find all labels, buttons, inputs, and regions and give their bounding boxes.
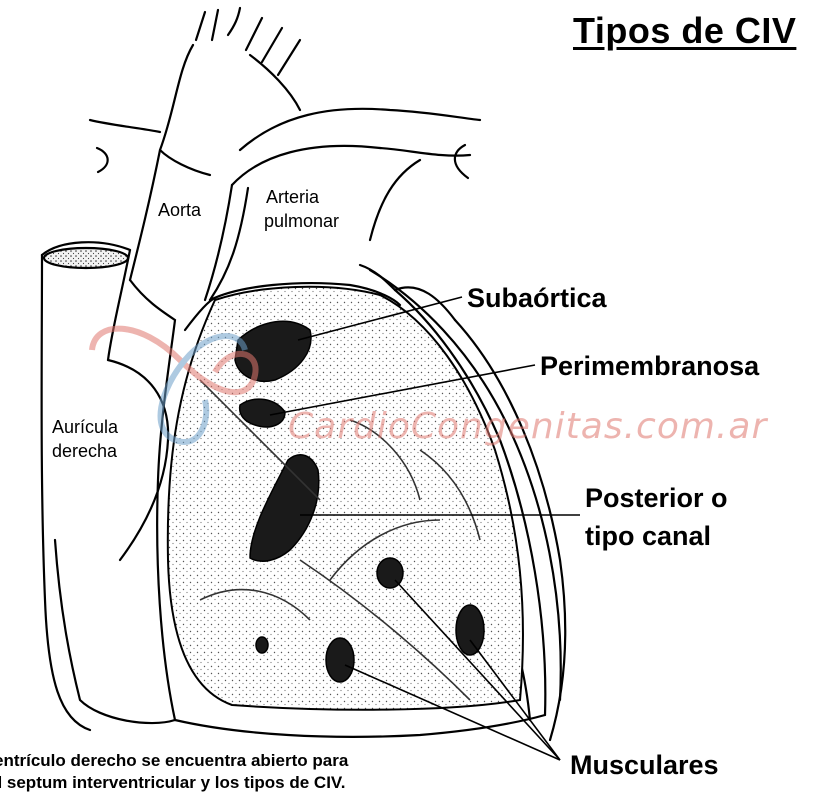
label-posterior-1: Posterior o [585,483,728,513]
leader-lines [269,296,580,761]
caption: entrículo derecho se encuentra abierto p… [0,750,470,803]
muscle-bands [199,379,481,701]
label-arteria-pulmonar-2: pulmonar [264,211,340,231]
label-auricula-derecha-1: Aurícula [52,417,119,437]
label-musculares: Musculares [570,750,719,780]
ventricle-cavity [166,285,524,711]
watermark-text: CardioCongenitas.com.ar [288,406,768,447]
watermark-logo [89,325,259,445]
label-perimembranosa: Perimembranosa [540,351,760,381]
page-title: Tipos de CIV [573,10,797,51]
label-posterior-2: tipo canal [585,521,712,551]
label-aorta: Aorta [158,200,202,220]
caption-line-2: el septum interventricular y los tipos d… [0,773,346,792]
label-auricula-derecha-2: derecha [52,441,118,461]
label-subaortica: Subaórtica [467,283,607,313]
caption-line-1: entrículo derecho se encuentra abierto p… [0,751,349,770]
label-arteria-pulmonar-1: Arteria [266,187,320,207]
